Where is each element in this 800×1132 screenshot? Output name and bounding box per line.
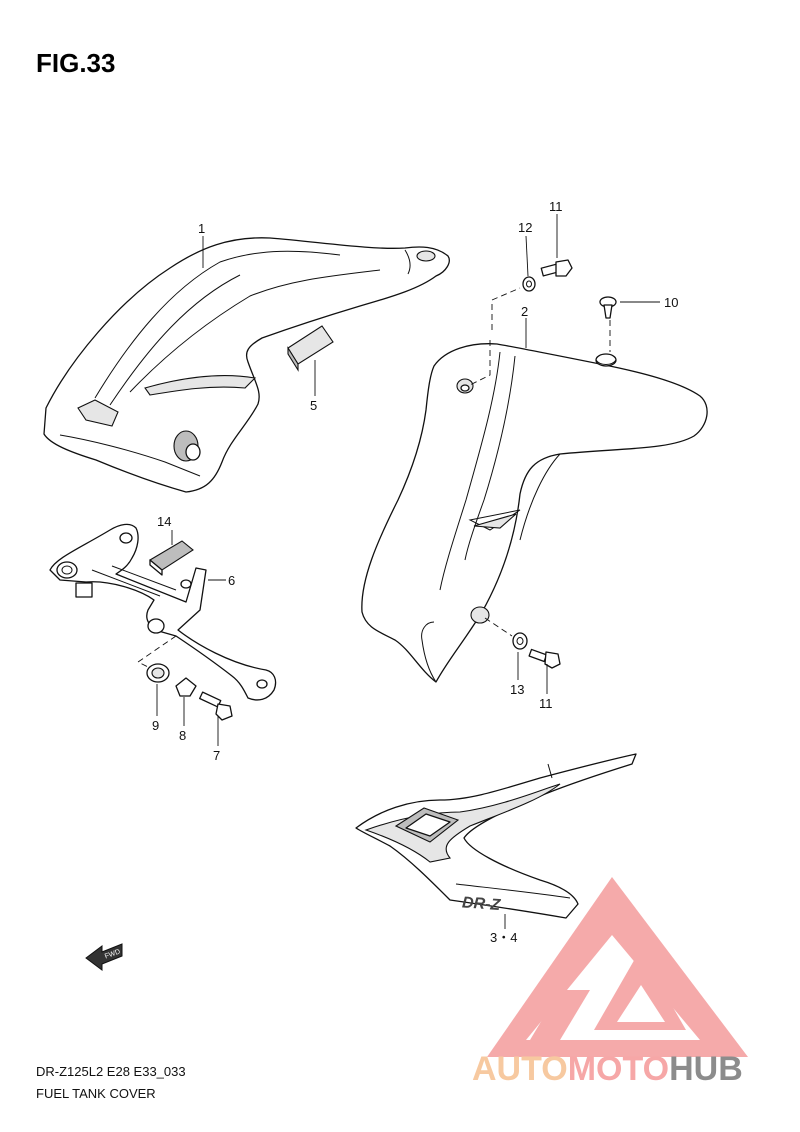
grommet-part-9 [146,663,170,683]
washer-part-12 [522,276,536,292]
bolt-part-11-upper [540,259,573,277]
callout-9: 9 [152,718,159,733]
right-tank-cover [361,343,708,683]
watermark-logo [487,877,748,1057]
callout-6: 6 [228,573,235,588]
bolt-part-11-lower [528,648,561,669]
pad-part-14 [149,540,194,576]
callout-7: 7 [213,748,220,763]
decal-part-3-4 [355,753,637,919]
figure-title: FIG.33 [36,48,116,78]
callouts: 1 2 3・4 5 6 7 8 9 10 11 11 12 13 14 [152,199,678,945]
watermark-auto: AUTO [472,1050,568,1088]
bracket-part-6 [49,523,277,701]
callout-10: 10 [664,295,678,310]
leader-lines [137,214,660,929]
watermark-hub: HUB [669,1050,743,1088]
left-tank-cover [43,237,450,493]
watermark-moto: MOTO [567,1050,670,1088]
collar-part-8 [175,677,197,697]
callout-11-upper: 11 [549,199,563,214]
callout-1: 1 [198,221,205,236]
cushion-part-5 [287,325,334,372]
callout-8: 8 [179,728,186,743]
callout-12: 12 [518,220,532,235]
washer-part-13 [512,632,528,650]
bolt-part-7 [199,691,233,721]
callout-3-4: 3・4 [490,930,517,945]
decal-lettering: DR-Z [461,894,502,914]
watermark-text: AUTOMOTOHUB [472,1050,743,1089]
model-code: DR-Z125L2 E28 E33_033 [36,1064,186,1079]
callout-14: 14 [157,514,171,529]
callout-13: 13 [510,682,524,697]
figure-name: FUEL TANK COVER [36,1086,156,1101]
callout-5: 5 [310,398,317,413]
callout-11-lower: 11 [539,696,553,711]
fwd-arrow-icon: FWD [85,943,123,971]
clip-part-10 [599,296,617,319]
callout-2: 2 [521,304,528,319]
